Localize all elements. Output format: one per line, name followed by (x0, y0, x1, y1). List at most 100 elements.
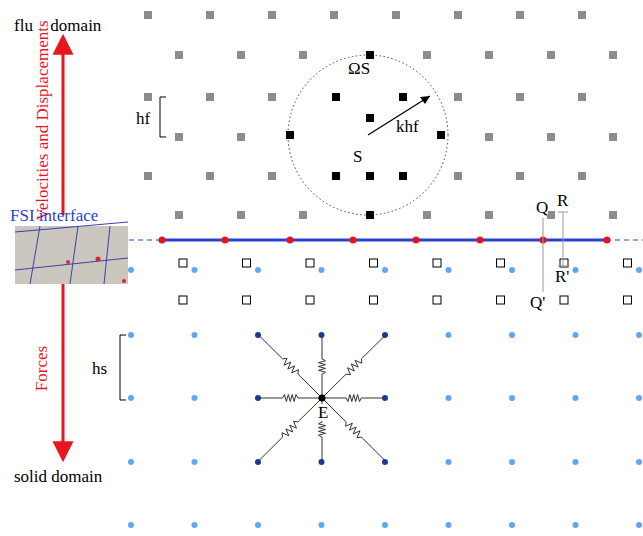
interface-point (222, 237, 229, 244)
solid-node (509, 332, 515, 338)
solid-node (192, 395, 198, 401)
solid-node (382, 267, 388, 273)
fluid-node (268, 93, 276, 101)
solid-node (319, 395, 326, 402)
fluid-node (485, 133, 493, 141)
ghost-node (560, 296, 568, 304)
solid-node (128, 267, 134, 273)
fluid-node (206, 93, 214, 101)
fluid-node (454, 172, 462, 180)
solid-node (319, 522, 325, 528)
fluid-node (299, 211, 307, 219)
radius-label: khf (396, 118, 419, 135)
spring (259, 335, 323, 398)
fluid-node (454, 93, 462, 101)
mesh-inset (15, 222, 128, 284)
solid-node (255, 267, 261, 273)
domain-label: fluid domain (14, 17, 101, 34)
solid-node (573, 332, 579, 338)
interface-point (350, 237, 357, 244)
fluid-grid (144, 11, 617, 219)
fluid-node (609, 51, 617, 59)
ghost-node (370, 296, 378, 304)
solid-node (192, 522, 198, 528)
fluid-node (578, 11, 586, 19)
ghost-node (306, 259, 314, 267)
solid-node (636, 267, 642, 273)
solid-node (446, 267, 452, 273)
interface-point (413, 237, 420, 244)
support-node (437, 131, 445, 139)
support-node (366, 211, 374, 219)
domain-symbol: ΩS (348, 60, 370, 77)
springs (259, 335, 386, 461)
fluid-node (516, 172, 524, 180)
support-node (332, 93, 340, 101)
support-node (366, 114, 374, 122)
fluid-node (392, 11, 400, 19)
radius-arrowhead (420, 96, 430, 104)
point-label: Q' (530, 294, 545, 311)
fluid-node (485, 51, 493, 59)
solid-node (128, 459, 134, 465)
fluid-node (516, 11, 524, 19)
interface-point (287, 237, 294, 244)
fluid-node (268, 11, 276, 19)
solid-node (192, 267, 198, 273)
fluid-node (175, 211, 183, 219)
ghost-node (433, 259, 441, 267)
fluid-node (578, 172, 586, 180)
spring (322, 335, 386, 398)
point-label: R' (555, 268, 569, 285)
fluid-node (206, 11, 214, 19)
solid-node (573, 459, 579, 465)
fluid-node (206, 172, 214, 180)
solid-node (509, 267, 515, 273)
domain-label: solid domain (14, 468, 102, 485)
fluid-node (609, 133, 617, 141)
transfer-label: Velocities and Displacements (34, 18, 51, 222)
solid-node (636, 459, 642, 465)
solid-node (509, 522, 515, 528)
red-arrow-up (62, 38, 65, 215)
fluid-node (175, 133, 183, 141)
solid-node (446, 459, 452, 465)
fluid-node (330, 11, 338, 19)
rr-tick (558, 266, 568, 267)
transfer-label: Forces (33, 343, 50, 392)
solid-node (573, 395, 579, 401)
fluid-node (578, 93, 586, 101)
fluid-node (516, 93, 524, 101)
support-node (399, 93, 407, 101)
ghost-node (243, 296, 251, 304)
solid-node (573, 522, 579, 528)
point-label: E (318, 404, 328, 421)
interface-point (159, 237, 166, 244)
red-arrow-down (62, 280, 65, 458)
interface-dashed (120, 239, 643, 240)
fluid-node (423, 211, 431, 219)
ghost-node (243, 259, 251, 267)
ghost-node (179, 296, 187, 304)
ghost-node (497, 296, 505, 304)
spacing-label: hf (136, 110, 150, 127)
fluid-node (237, 211, 245, 219)
solid-grid (128, 267, 642, 528)
support-node (332, 172, 340, 180)
support-node (399, 172, 407, 180)
ghost-node (306, 296, 314, 304)
radius-arrow (368, 96, 430, 135)
point-label: R (557, 192, 568, 209)
spring (322, 395, 386, 402)
solid-node (192, 332, 198, 338)
ghost-node (624, 296, 632, 304)
fluid-node (268, 172, 276, 180)
solid-node (128, 332, 134, 338)
solid-node (255, 522, 261, 528)
solid-node (319, 395, 325, 401)
spacing-label: hs (92, 360, 107, 377)
rr-tick (558, 212, 568, 213)
fluid-node (485, 211, 493, 219)
solid-node (636, 332, 642, 338)
